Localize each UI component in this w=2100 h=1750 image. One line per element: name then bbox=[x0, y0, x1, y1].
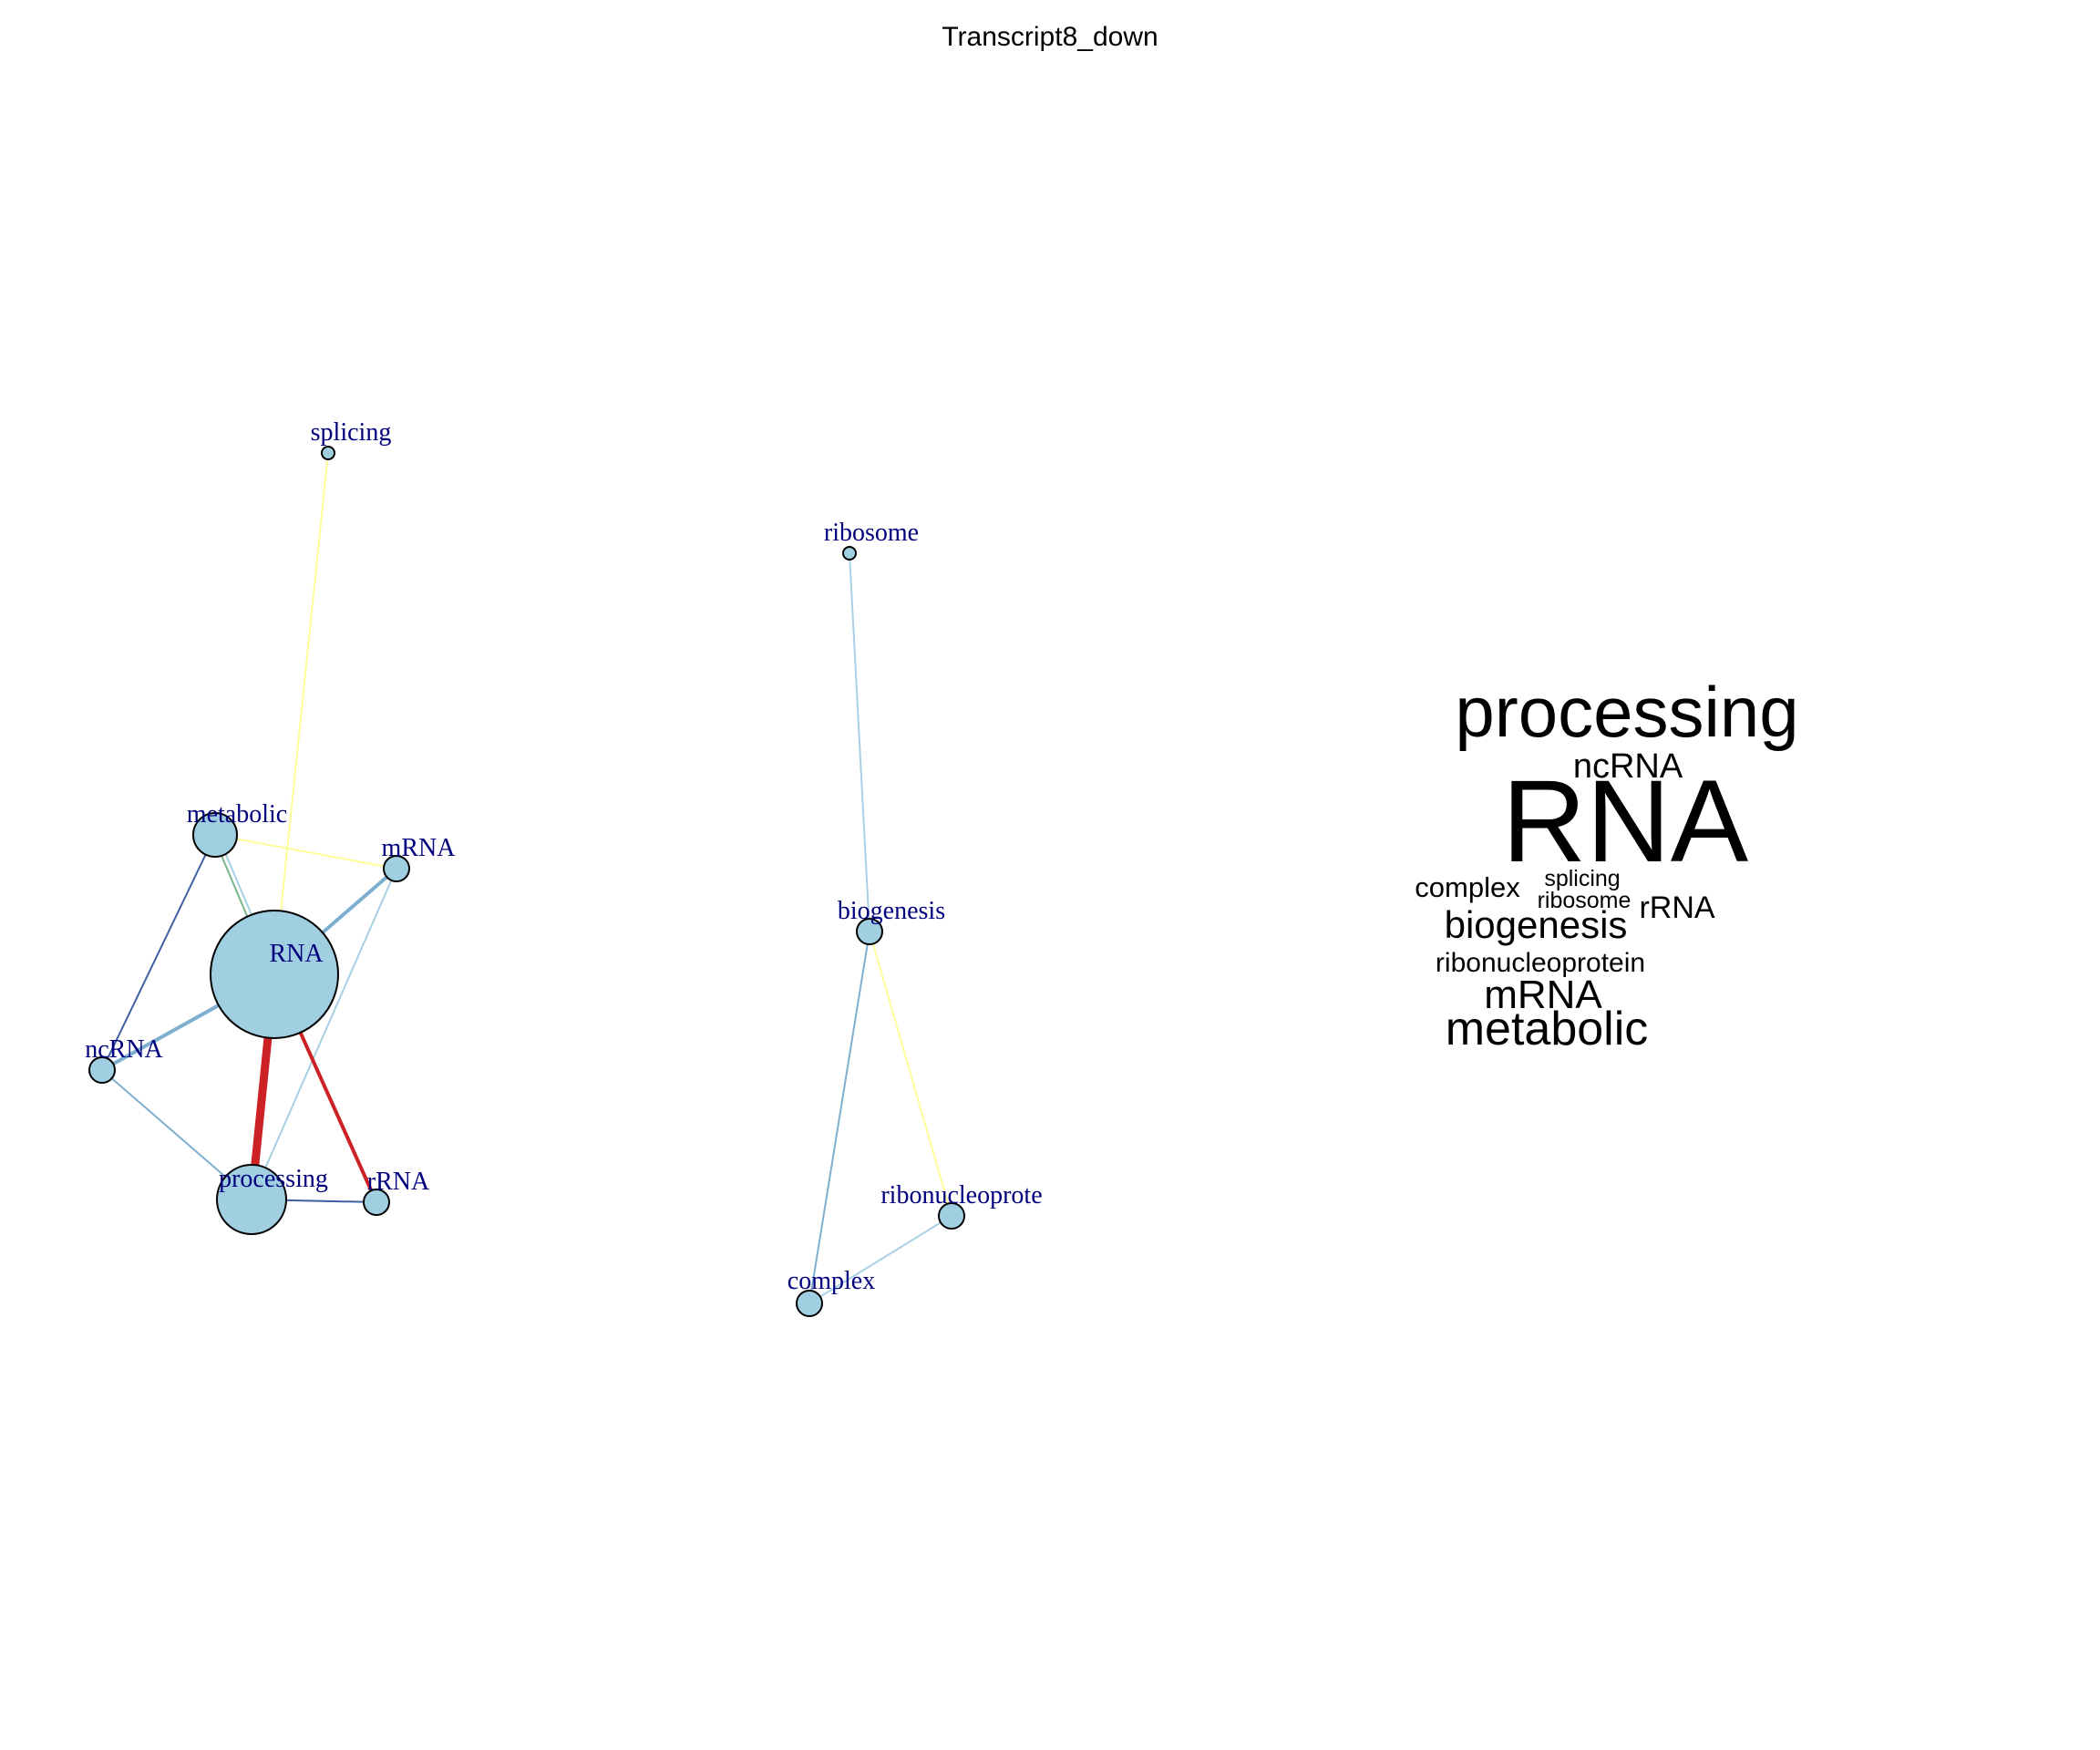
edge-biogenesis-complex bbox=[808, 931, 870, 1304]
node-mRNA bbox=[383, 855, 410, 882]
figure-title: Transcript8_down bbox=[942, 22, 1158, 52]
node-label-processing: processing bbox=[219, 1165, 328, 1193]
node-label-rRNA: rRNA bbox=[367, 1168, 430, 1196]
node-label-biogenesis: biogenesis bbox=[838, 897, 945, 925]
node-RNA bbox=[210, 910, 339, 1039]
node-complex bbox=[796, 1290, 823, 1317]
edge-biogenesis-ribonucleoprote bbox=[869, 931, 952, 1217]
node-ribonucleoprote bbox=[938, 1202, 965, 1230]
cloud-word-complex: complex bbox=[1415, 871, 1520, 903]
edge-ribosome-biogenesis bbox=[849, 552, 870, 932]
cloud-word-mRNA: mRNA bbox=[1484, 973, 1602, 1017]
network-nodes bbox=[88, 446, 965, 1317]
cloud-word-ribosome: ribosome bbox=[1538, 888, 1632, 913]
edge-metabolic-ncRNA bbox=[101, 834, 216, 1071]
cloud-word-ribonucleoprotein: ribonucleoprotein bbox=[1436, 948, 1645, 978]
cloud-word-splicing: splicing bbox=[1544, 866, 1620, 891]
network-labels: splicing metabolic mRNA RNA ncRNA processing r… bbox=[85, 418, 1042, 1295]
cloud-word-rRNA: rRNA bbox=[1639, 890, 1714, 925]
edge-ribonucleoprote-complex bbox=[808, 1215, 952, 1304]
edge-mRNA-processing bbox=[251, 868, 397, 1200]
node-label-splicing: splicing bbox=[311, 418, 392, 447]
node-label-mRNA: mRNA bbox=[382, 834, 457, 862]
node-biogenesis bbox=[856, 918, 883, 945]
node-splicing bbox=[321, 446, 335, 460]
cloud-word-metabolic: metabolic bbox=[1446, 1003, 1649, 1055]
cloud-word-processing: processing bbox=[1455, 672, 1798, 752]
cloud-word-ncRNA: ncRNA bbox=[1573, 747, 1683, 786]
edge-splicing-RNA bbox=[273, 452, 329, 975]
cloud-word-RNA: RNA bbox=[1502, 757, 1749, 887]
node-label-complex: complex bbox=[788, 1267, 875, 1295]
node-label-ribosome: ribosome bbox=[824, 519, 919, 547]
node-rRNA bbox=[363, 1189, 390, 1216]
node-metabolic bbox=[192, 812, 238, 858]
node-label-RNA: RNA bbox=[269, 940, 324, 968]
node-ncRNA bbox=[88, 1056, 116, 1084]
cloud-word-biogenesis: biogenesis bbox=[1445, 903, 1628, 946]
node-label-ncRNA: ncRNA bbox=[85, 1035, 163, 1064]
node-label-metabolic: metabolic bbox=[187, 800, 287, 829]
node-label-ribonucleoprote: ribonucleoprote bbox=[880, 1181, 1042, 1210]
edge-metabolic-mRNA bbox=[214, 834, 397, 870]
node-ribosome bbox=[842, 546, 857, 561]
node-processing bbox=[216, 1164, 287, 1235]
